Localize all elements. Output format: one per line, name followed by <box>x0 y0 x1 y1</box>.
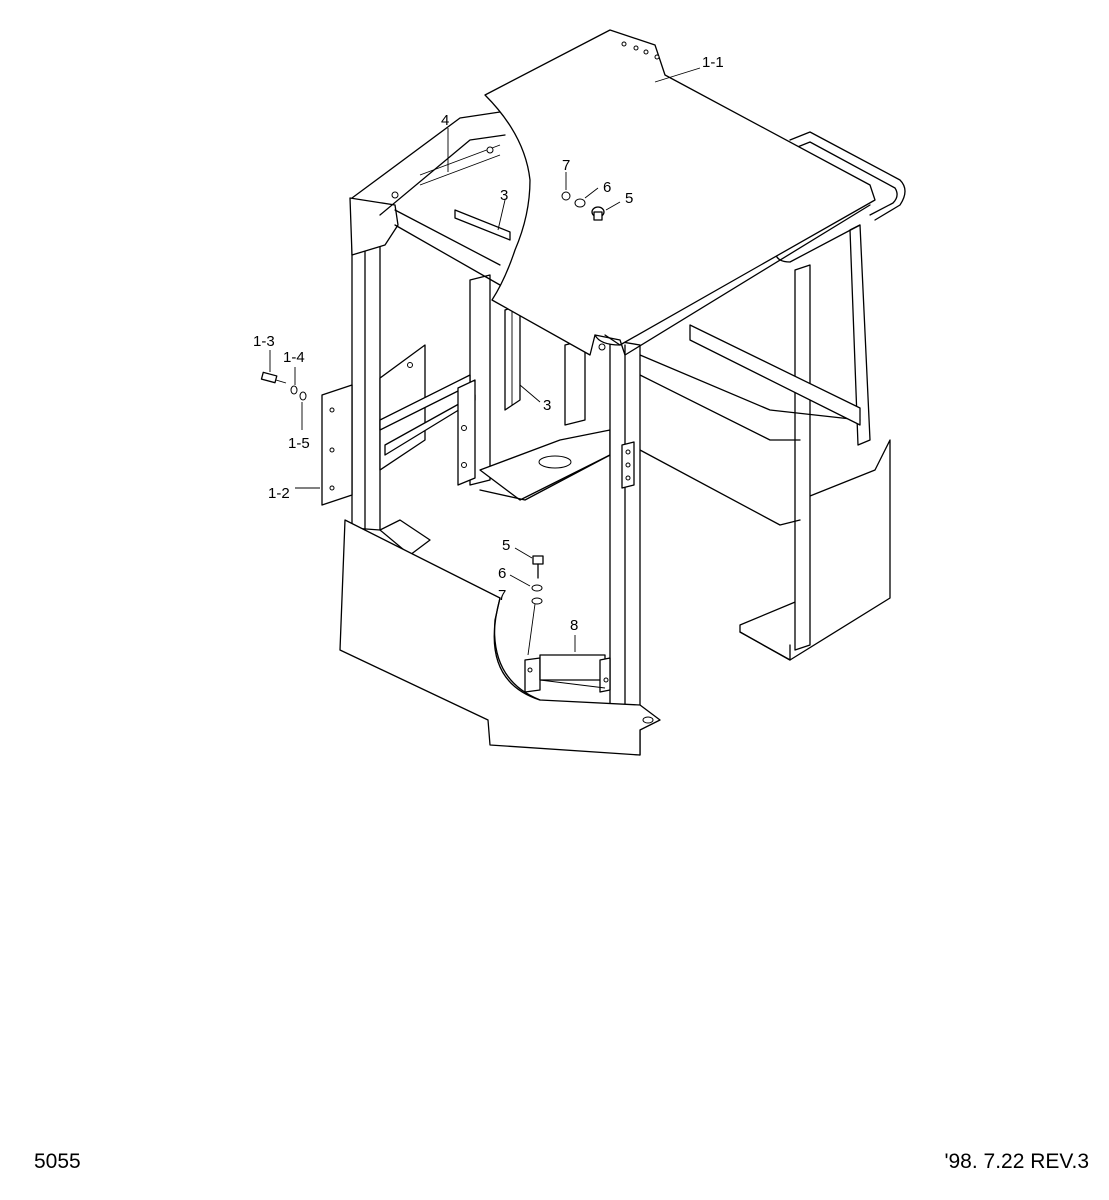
top-rear-frame <box>351 111 511 286</box>
callout-4: 4 <box>441 112 449 129</box>
bracket-8 <box>524 654 611 693</box>
left-side-brackets <box>379 344 476 556</box>
callout-5-upper: 5 <box>625 190 633 207</box>
callout-1-3: 1-3 <box>253 333 275 350</box>
callout-7-lower: 7 <box>498 587 506 604</box>
upper-bolt-washers <box>561 191 605 221</box>
callout-8: 8 <box>570 617 578 634</box>
lower-bolt-washers <box>531 555 544 605</box>
callout-7-upper: 7 <box>562 157 570 174</box>
roof-panel-1-1 <box>484 29 876 356</box>
front-lower-skirt <box>339 519 661 756</box>
leader-lines <box>269 67 701 656</box>
side-plate-1-2 <box>321 384 353 506</box>
callout-1-4: 1-4 <box>283 349 305 366</box>
callout-3-upper: 3 <box>500 187 508 204</box>
callout-1-2: 1-2 <box>268 485 290 502</box>
callout-labels: 1-1 4 3 7 6 5 1-3 1-4 3 1-5 1-2 5 6 7 8 <box>253 54 724 634</box>
right-front-post <box>609 339 641 756</box>
callout-6-upper: 6 <box>603 179 611 196</box>
rear-vertical-rail <box>504 304 521 411</box>
page-number: 5055 <box>34 1150 81 1173</box>
callout-3-lower: 3 <box>543 397 551 414</box>
callout-1-1: 1-1 <box>702 54 724 71</box>
left-front-post <box>349 197 399 531</box>
right-side-panel <box>639 224 891 661</box>
revision-date: '98. 7.22 REV.3 <box>944 1150 1089 1173</box>
callout-5-lower: 5 <box>502 537 510 554</box>
callout-1-5: 1-5 <box>288 435 310 452</box>
callout-6-lower: 6 <box>498 565 506 582</box>
fasteners-1-3-1-4-1-5 <box>260 371 307 401</box>
